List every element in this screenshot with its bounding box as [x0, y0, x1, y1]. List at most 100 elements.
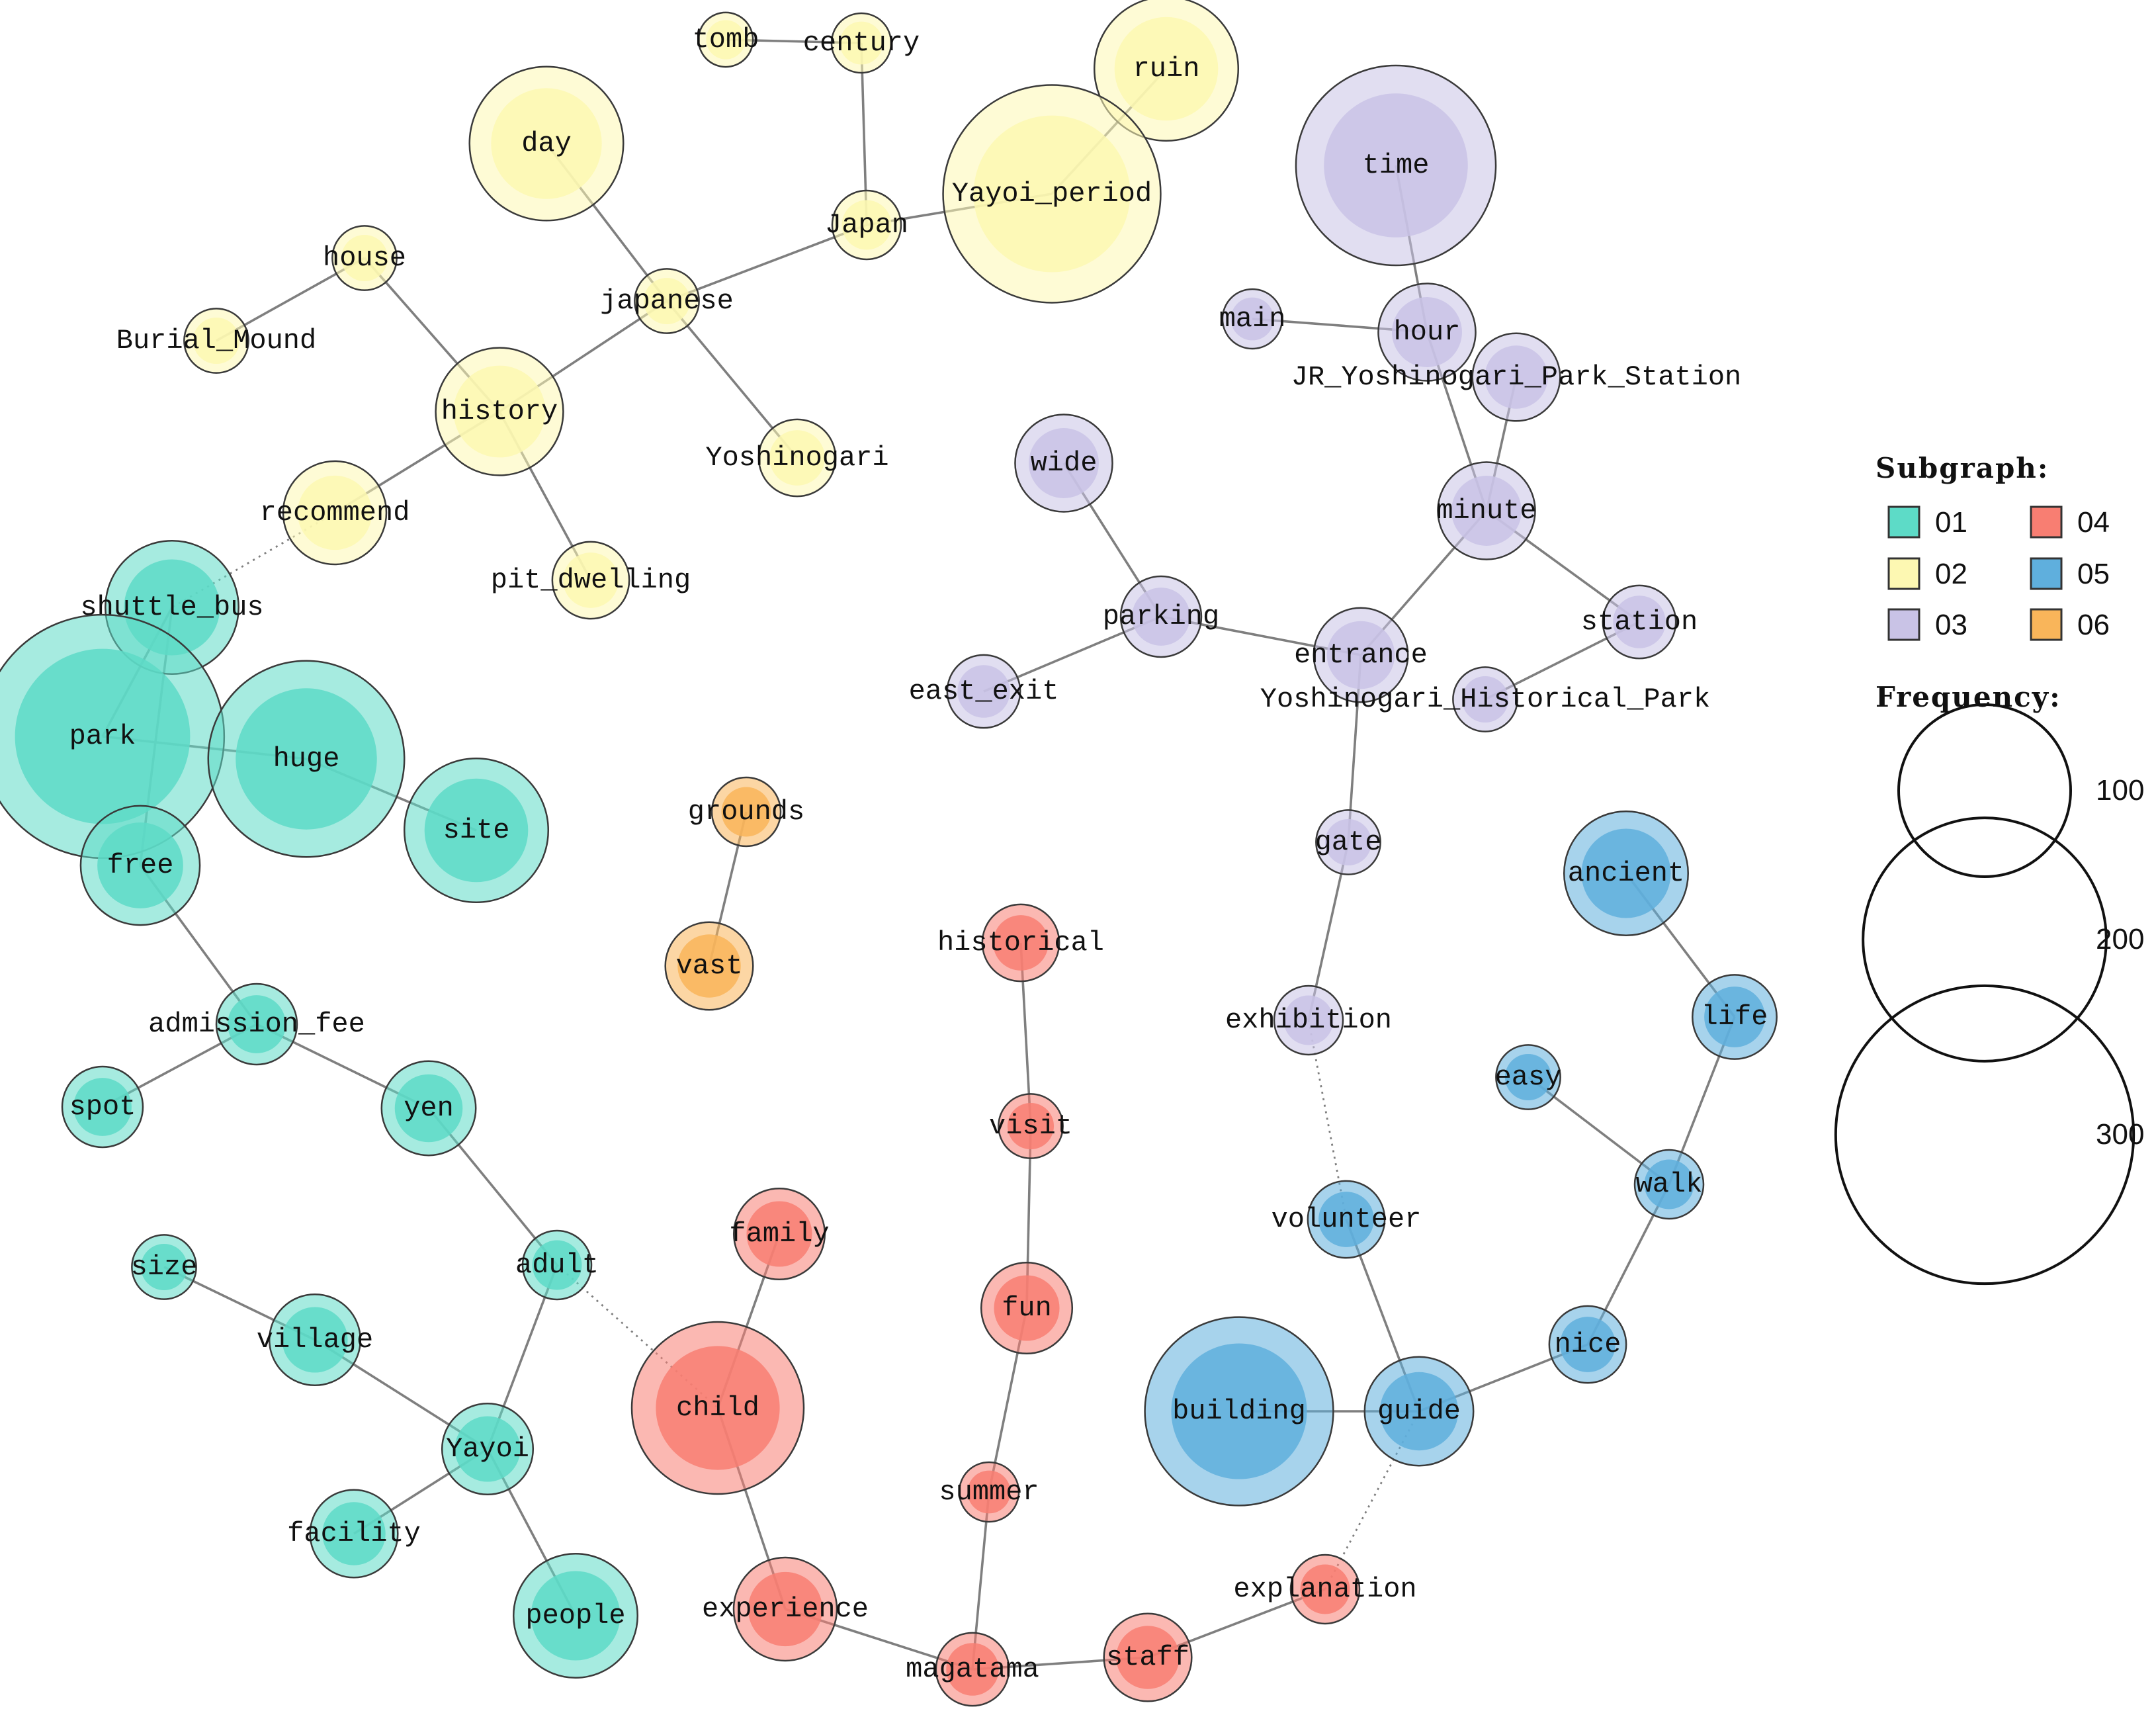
legend-size-circle-200	[1862, 816, 2108, 1063]
node-easy: easy	[1495, 1044, 1561, 1110]
node-wide: wide	[1014, 414, 1113, 513]
node-label: minute	[1436, 495, 1536, 527]
node-magatama: magatama	[906, 1632, 1039, 1707]
node-village: village	[257, 1293, 373, 1387]
node-minute: minute	[1436, 461, 1537, 560]
node-Yayoi_period: Yayoi_period	[942, 84, 1162, 304]
node-label: adult	[515, 1249, 599, 1281]
node-label: free	[107, 850, 174, 881]
node-label: wide	[1031, 447, 1098, 479]
node-people: people	[513, 1553, 638, 1679]
node-core	[531, 1571, 621, 1661]
node-core	[1116, 1626, 1180, 1689]
node-fun: fun	[980, 1261, 1074, 1355]
node-core	[748, 1571, 823, 1647]
node-label: east_exit	[909, 676, 1059, 707]
node-tomb: tomb	[693, 11, 759, 68]
node-label: historical	[937, 927, 1104, 959]
node-label: hour	[1394, 316, 1461, 348]
node-core	[1485, 345, 1548, 409]
node-label: gate	[1315, 826, 1382, 858]
node-core	[1324, 93, 1468, 238]
node-core	[643, 277, 691, 325]
node-label: walk	[1636, 1168, 1703, 1200]
node-huge: huge	[207, 660, 406, 858]
node-gate: gate	[1315, 809, 1382, 875]
node-label: summer	[939, 1476, 1039, 1508]
node-hour: hour	[1377, 283, 1477, 382]
node-adult: adult	[515, 1229, 599, 1301]
node-facility: facility	[287, 1489, 421, 1579]
node-entrance: entrance	[1294, 607, 1428, 703]
legend-swatch-02	[1887, 557, 1920, 590]
node-label: vast	[676, 950, 743, 982]
node-label: facility	[287, 1518, 421, 1550]
node-core	[491, 88, 602, 199]
node-label: japanese	[600, 285, 734, 317]
node-core	[1283, 995, 1334, 1045]
node-station: station	[1581, 584, 1698, 660]
legend-label-04: 04	[2077, 506, 2110, 539]
node-core	[453, 365, 546, 458]
node-core	[1704, 987, 1765, 1047]
node-child: child	[630, 1321, 805, 1495]
node-label: nice	[1555, 1329, 1621, 1360]
node-core	[97, 822, 183, 908]
node-core	[322, 1502, 386, 1565]
node-core	[769, 430, 825, 486]
node-core	[1560, 1317, 1616, 1372]
node-life: life	[1692, 974, 1778, 1060]
node-label: experience	[702, 1593, 869, 1625]
node-Yoshinogari: Yoshinogari	[705, 418, 889, 498]
node-core	[1504, 1053, 1552, 1101]
node-core	[946, 1643, 999, 1696]
node-label: entrance	[1294, 639, 1428, 671]
node-label: main	[1219, 303, 1286, 335]
node-core	[73, 1078, 132, 1136]
node-core	[15, 648, 191, 824]
node-core	[454, 1416, 521, 1482]
node-core	[1613, 595, 1666, 648]
legend-label-01: 01	[1935, 506, 1967, 539]
node-core	[721, 787, 771, 837]
node-core	[1451, 476, 1522, 546]
node-core	[1324, 818, 1372, 866]
node-label: century	[803, 27, 920, 59]
node-label: people	[525, 1600, 625, 1632]
node-core	[994, 1275, 1060, 1341]
node-historical: historical	[937, 903, 1104, 983]
legend-size-label-100: 100	[2096, 774, 2144, 807]
node-label: Yoshinogari_Historical_Park	[1260, 683, 1711, 715]
node-visit: visit	[989, 1093, 1072, 1159]
node-label: life	[1702, 1001, 1768, 1033]
node-time: time	[1295, 64, 1497, 267]
node-summer: summer	[939, 1461, 1039, 1523]
node-label: recommend	[260, 497, 410, 529]
node-Japan: Japan	[825, 189, 908, 261]
node-core	[746, 1201, 812, 1267]
node-core	[1318, 1192, 1374, 1247]
subgraph-legend-title: Subgraph:	[1876, 452, 2049, 484]
node-core	[1461, 676, 1509, 723]
node-history: history	[435, 347, 564, 476]
node-core	[1581, 828, 1671, 918]
node-label: parking	[1103, 601, 1219, 633]
node-label: exhibition	[1225, 1004, 1392, 1036]
node-japanese: japanese	[600, 268, 734, 334]
node-core	[973, 115, 1131, 273]
node-nice: nice	[1548, 1305, 1627, 1384]
node-label: volunteer	[1272, 1204, 1422, 1235]
node-core	[840, 21, 883, 65]
edge-recommend-shuttle_bus	[171, 511, 335, 609]
node-day: day	[468, 66, 625, 222]
node-label: grounds	[688, 796, 804, 828]
node-core	[1114, 17, 1219, 121]
node-walk: walk	[1633, 1149, 1705, 1220]
legend-swatch-04	[2030, 505, 2063, 539]
node-label: site	[443, 814, 510, 846]
node-label: station	[1581, 606, 1698, 638]
node-core	[236, 688, 377, 830]
node-label: family	[729, 1218, 829, 1250]
